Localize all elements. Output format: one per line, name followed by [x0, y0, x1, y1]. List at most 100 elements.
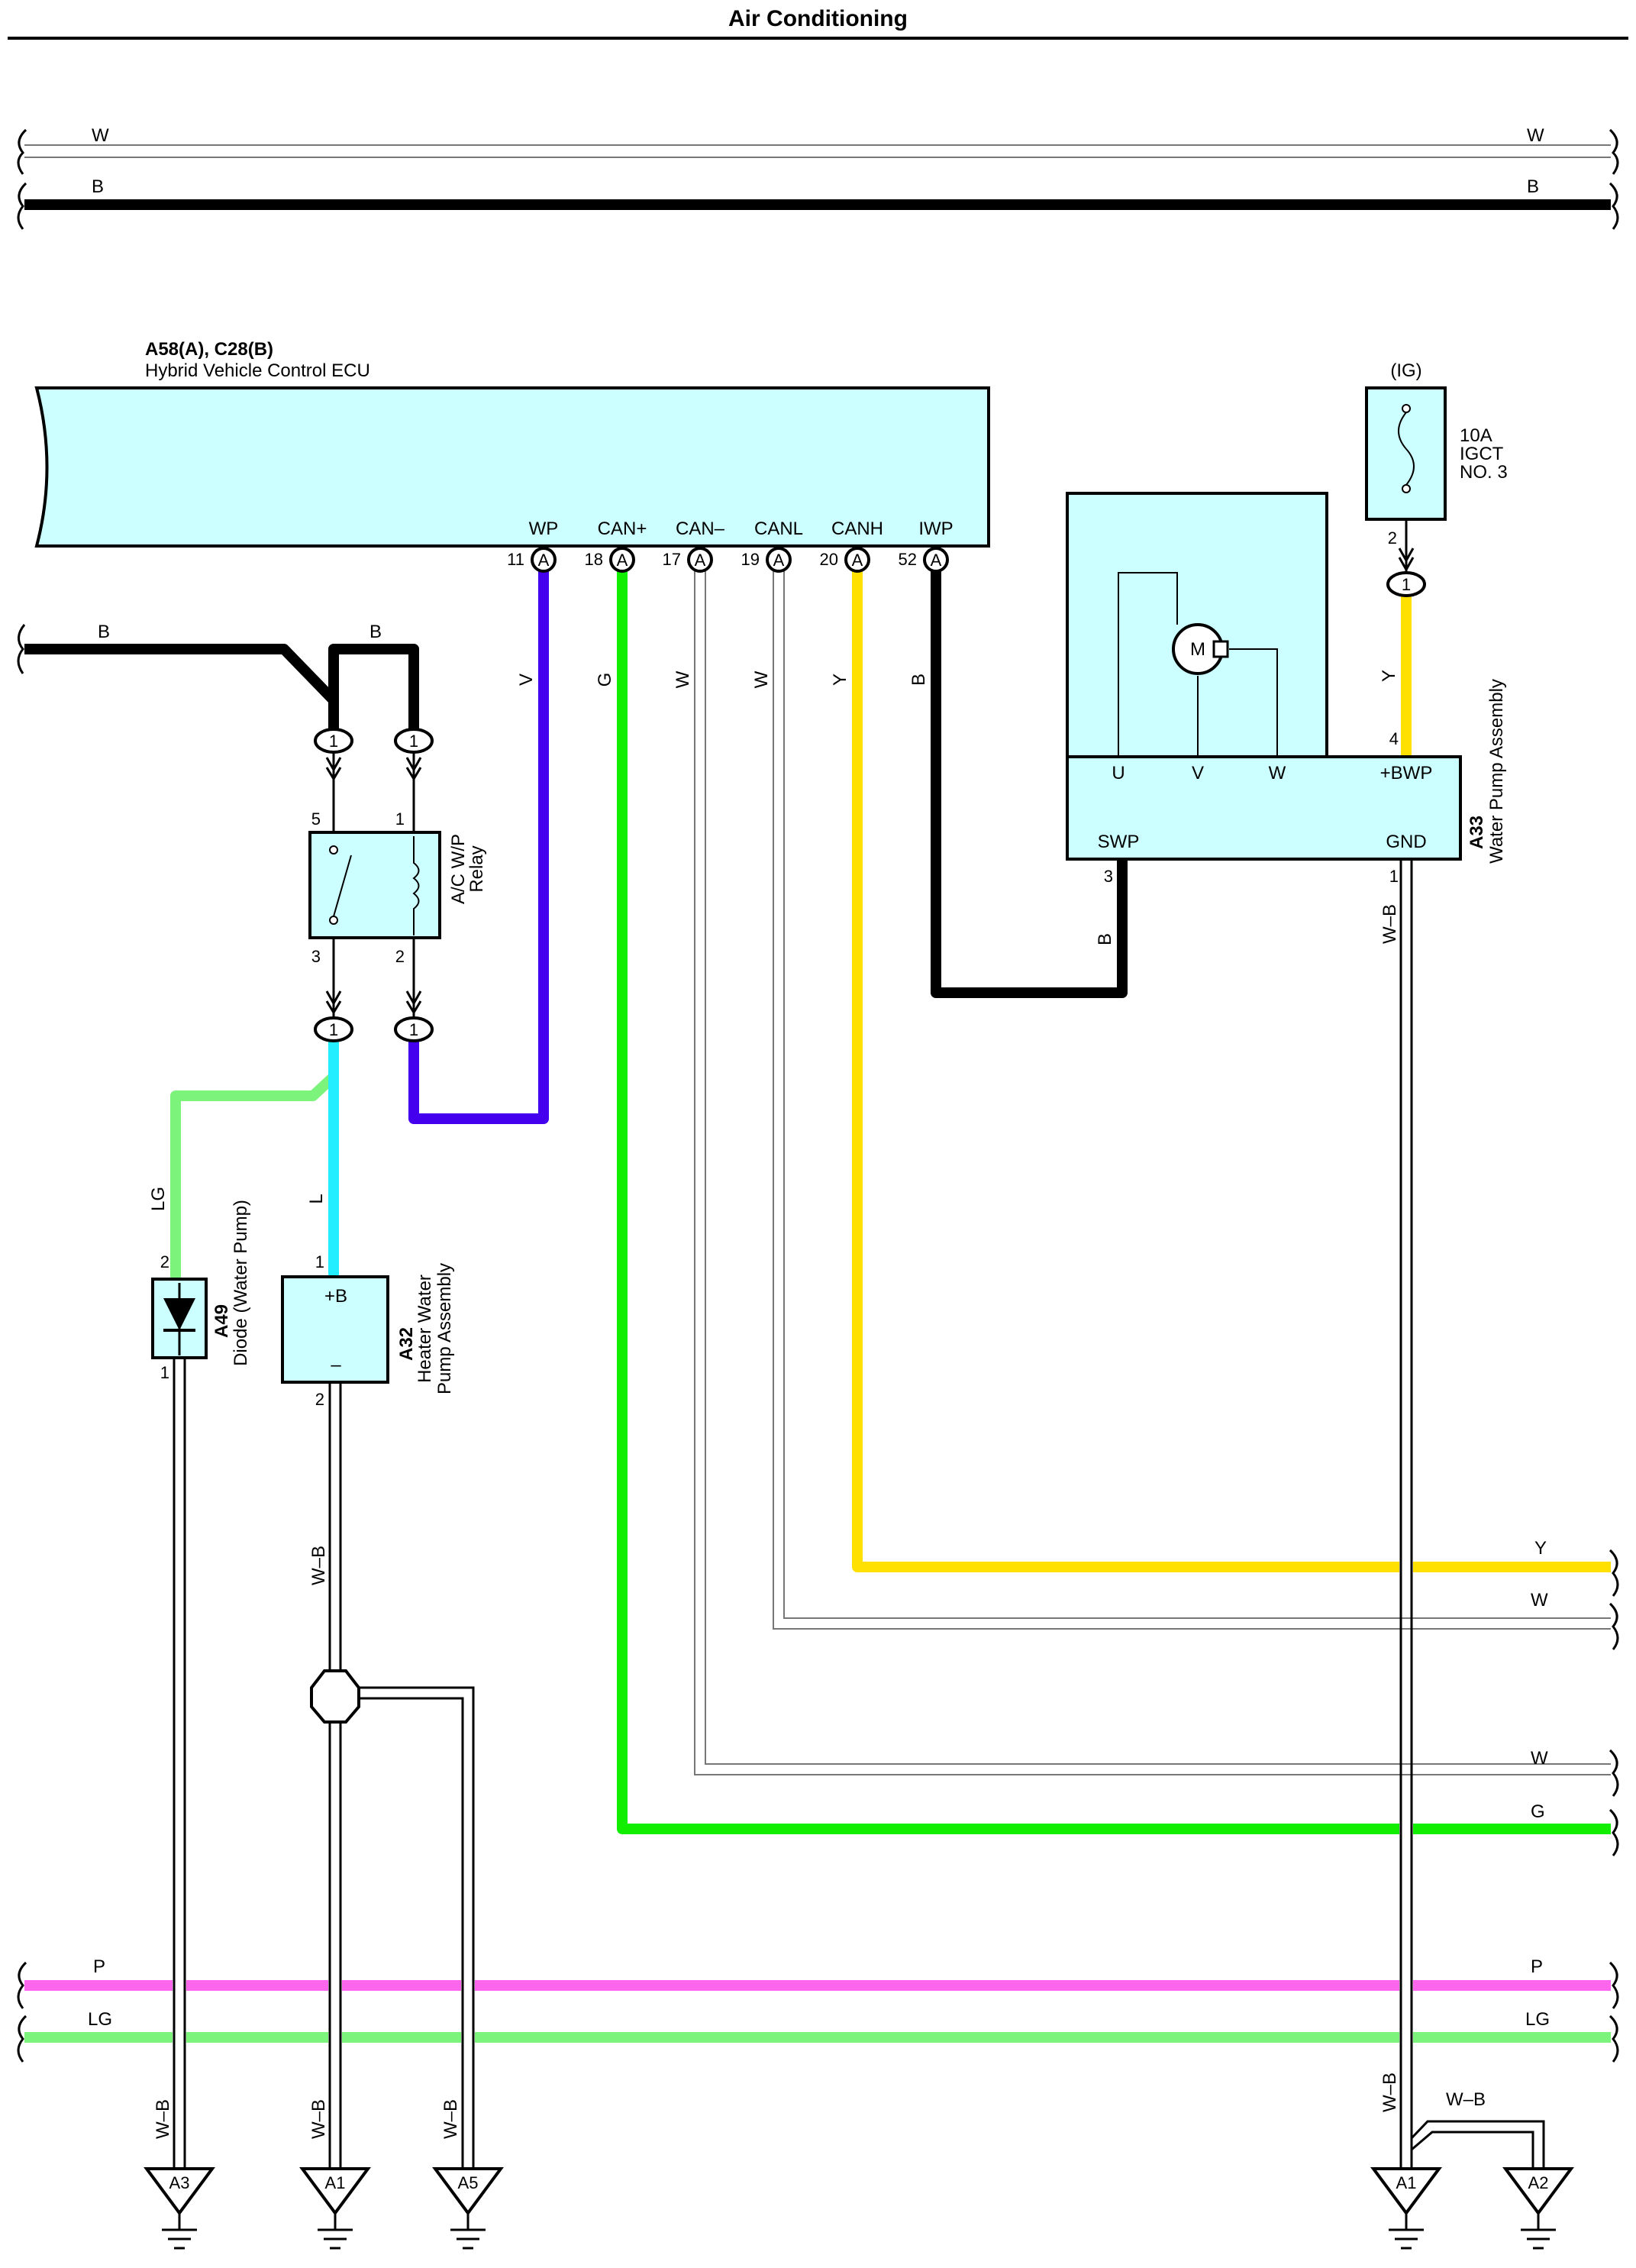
svg-text:G: G	[1531, 1801, 1545, 1822]
fuse-icon	[1398, 412, 1415, 486]
svg-text:1: 1	[395, 809, 405, 829]
bus-w-right-label: W	[1527, 125, 1544, 146]
svg-text:1: 1	[329, 732, 338, 751]
ground-a5: A5	[432, 2167, 504, 2250]
water-pump-code: A33	[1467, 816, 1487, 849]
ecu-conn-a: A	[617, 551, 628, 570]
svg-text:A1: A1	[1396, 2173, 1417, 2192]
ground-icon	[1370, 2167, 1442, 2216]
svg-text:U: U	[1112, 763, 1125, 783]
svg-text:SWP: SWP	[1098, 832, 1140, 852]
svg-text:V: V	[1192, 763, 1204, 783]
ground-icon	[432, 2167, 504, 2216]
ground-wires-right: W–B W–B W–B	[1379, 859, 1545, 2169]
top-bus: W B W B	[17, 125, 1619, 230]
svg-text:2: 2	[1388, 528, 1397, 548]
svg-text:V: V	[516, 674, 537, 686]
ecu-terminal-canl: CANL	[754, 519, 803, 539]
ecu-terminal-iwp: IWP	[918, 519, 953, 539]
svg-text:2: 2	[160, 1252, 169, 1271]
break-right-icon	[1609, 1961, 1619, 2063]
svg-text:1: 1	[315, 1252, 324, 1271]
ecu-name: Hybrid Vehicle Control ECU	[145, 360, 370, 381]
wire-white-canminus	[694, 560, 1611, 1775]
relay-name-2: Relay	[466, 845, 487, 892]
ground-a3: A3	[144, 2167, 215, 2250]
ecu-conn-a: A	[773, 551, 785, 570]
svg-text:+B: +B	[324, 1286, 347, 1307]
ecu-conn-a: A	[538, 551, 550, 570]
ground-a2: A2	[1502, 2167, 1574, 2250]
ground-wires-left: W–B W–B W–B W–B	[153, 1358, 475, 2169]
svg-text:W–B: W–B	[308, 2099, 329, 2139]
svg-text:W–B: W–B	[153, 2099, 173, 2139]
svg-text:A3: A3	[169, 2173, 190, 2192]
svg-text:P: P	[1531, 1956, 1543, 1977]
relay-junctions-bottom	[325, 938, 422, 1019]
svg-text:B: B	[1095, 933, 1115, 945]
svg-text:Y: Y	[830, 674, 850, 686]
relay-junctions-top: 1 1	[314, 728, 434, 832]
svg-text:W: W	[1269, 763, 1286, 783]
svg-text:10A: 10A	[1460, 425, 1492, 446]
bottom-bus: P LG P LG	[17, 1956, 1619, 2063]
svg-text:1: 1	[409, 732, 418, 751]
ecu-pin-19: 19	[741, 550, 760, 569]
heater-pump-name: Heater Water	[415, 1275, 435, 1383]
svg-text:1: 1	[329, 1020, 338, 1039]
svg-text:Y: Y	[1379, 670, 1399, 682]
svg-text:W: W	[1531, 1748, 1548, 1769]
svg-text:NO. 3: NO. 3	[1460, 462, 1508, 483]
ecu-pin-17: 17	[663, 550, 681, 569]
wire-b-label-2: B	[369, 622, 382, 642]
svg-text:4: 4	[1389, 729, 1399, 748]
break-left-icon	[17, 128, 27, 230]
svg-text:L: L	[306, 1194, 327, 1203]
ground-icon	[299, 2167, 371, 2216]
svg-text:W–B: W–B	[308, 1546, 329, 1585]
relay-coil-icon	[412, 836, 420, 935]
wire-lightgreen-lg	[170, 1029, 339, 1283]
wire-white-canl	[773, 560, 1611, 1630]
relay-name: A/C W/P	[448, 834, 469, 904]
ground-a1-left: A1	[299, 2167, 371, 2250]
ground-icon	[144, 2167, 215, 2216]
ecu-pin-20: 20	[820, 550, 838, 569]
page-title: Air Conditioning	[728, 6, 908, 31]
ecu-code: A58(A), C28(B)	[145, 339, 273, 360]
ecu-terminal-wp: WP	[529, 519, 559, 539]
svg-text:B: B	[908, 674, 929, 686]
svg-text:3: 3	[1104, 867, 1113, 886]
svg-text:W–B: W–B	[1379, 2073, 1400, 2112]
svg-text:P: P	[93, 1956, 105, 1977]
ac-wp-relay: 5 1 3 2 A/C W/P Relay	[308, 809, 487, 966]
diode-name: Diode (Water Pump)	[231, 1200, 251, 1366]
break-right-icon	[1609, 1549, 1619, 1856]
svg-text:A1: A1	[325, 2173, 346, 2192]
wire-yellow-canh	[852, 560, 1611, 1572]
diode-code: A49	[211, 1304, 232, 1338]
bus-b-right-label: B	[1527, 176, 1539, 197]
ecu-connectors: A A A A A A 11 18 17 19 20 52	[507, 547, 949, 573]
ecu-box	[34, 386, 990, 548]
ecu-conn-a: A	[695, 551, 706, 570]
fuse-igct: (IG) 10A IGCT NO. 3 2	[1365, 360, 1508, 584]
svg-text:IGCT: IGCT	[1460, 444, 1504, 464]
svg-text:A2: A2	[1528, 2173, 1549, 2192]
wire-black-iwp	[931, 560, 1128, 998]
splice-icon	[310, 1669, 360, 1724]
svg-text:W: W	[751, 670, 772, 688]
svg-text:3: 3	[311, 947, 321, 966]
heater-pump-code: A32	[396, 1327, 417, 1361]
arrow-icon	[1398, 548, 1415, 573]
svg-text:2: 2	[315, 1390, 324, 1409]
ecu-pin-18: 18	[585, 550, 603, 569]
motor-label: M	[1190, 639, 1205, 660]
arrow-icon	[405, 990, 422, 1015]
water-pump-a33: M U V W +BWP SWP GND 4 3 1 A33 Water Pum…	[1066, 492, 1507, 886]
wire-b-label: B	[98, 622, 110, 642]
svg-text:LG: LG	[88, 2009, 112, 2030]
ecu-terminal-canminus: CAN–	[676, 519, 725, 539]
bus-w-left-label: W	[92, 125, 109, 146]
